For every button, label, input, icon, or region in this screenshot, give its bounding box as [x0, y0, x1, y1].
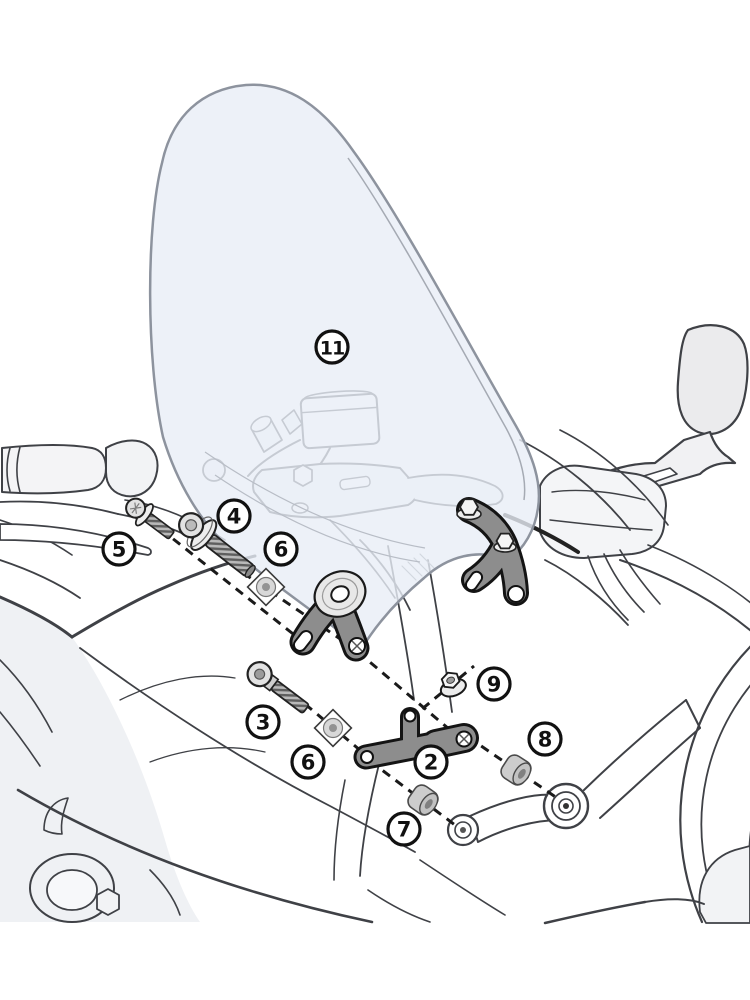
callout-balloon: [216, 498, 252, 534]
callouts: 11 4 5 6 3 6 9 8 2 7: [101, 329, 563, 847]
callout-6-square-nut-plate: 6: [263, 531, 299, 567]
callout-number: 6: [274, 538, 289, 562]
callout-balloon: [263, 531, 299, 567]
right-switchgear: [539, 464, 667, 621]
kit-bracket-a: [289, 570, 370, 662]
screw-3: [246, 661, 310, 714]
callout-2-center-mounting-bracket: 2: [413, 744, 449, 780]
callout-number: 2: [424, 751, 439, 775]
callout-number: 9: [487, 673, 502, 697]
square-washer-6a: [246, 567, 286, 607]
callout-balloon: [314, 329, 350, 365]
spacer-8: [500, 754, 532, 786]
mirror: [592, 324, 749, 494]
callout-balloon: [101, 531, 137, 567]
frame-stay-arm: [446, 699, 701, 847]
callout-balloon: [245, 704, 281, 740]
callout-balloon: [476, 666, 512, 702]
callout-4-long-screw-with-washer: 4: [216, 498, 252, 534]
callout-balloon: [386, 811, 422, 847]
screw-4: [177, 512, 256, 578]
motorcycle-line-art: [0, 324, 750, 925]
callout-balloon: [413, 744, 449, 780]
kit-bracket-b: [456, 497, 529, 606]
callout-number: 5: [112, 538, 127, 562]
callout-number: 4: [227, 505, 242, 529]
screw-5: [125, 497, 175, 540]
callout-number: 8: [538, 728, 553, 752]
callout-number: 7: [397, 818, 412, 842]
callout-6-square-nut-plate: 6: [290, 744, 326, 780]
nut-9: [439, 671, 467, 698]
callout-number: 6: [301, 751, 316, 775]
callout-balloon: [527, 721, 563, 757]
callout-number: 3: [256, 711, 271, 735]
square-washer-6b: [313, 708, 353, 748]
callout-number: 11: [320, 338, 344, 360]
callout-balloon: [290, 744, 326, 780]
callout-7-rubber-spacer: 7: [386, 811, 422, 847]
callout-3-socket-head-screw: 3: [245, 704, 281, 740]
spacer-7: [407, 784, 439, 816]
headlight: [543, 645, 750, 925]
callout-9-flanged-nut: 9: [476, 666, 512, 702]
callout-11-windscreen: 11: [314, 329, 350, 365]
kit-bracket-center: [353, 707, 479, 770]
callout-8-rubber-spacer: 8: [527, 721, 563, 757]
callout-5-short-screw: 5: [101, 531, 137, 567]
